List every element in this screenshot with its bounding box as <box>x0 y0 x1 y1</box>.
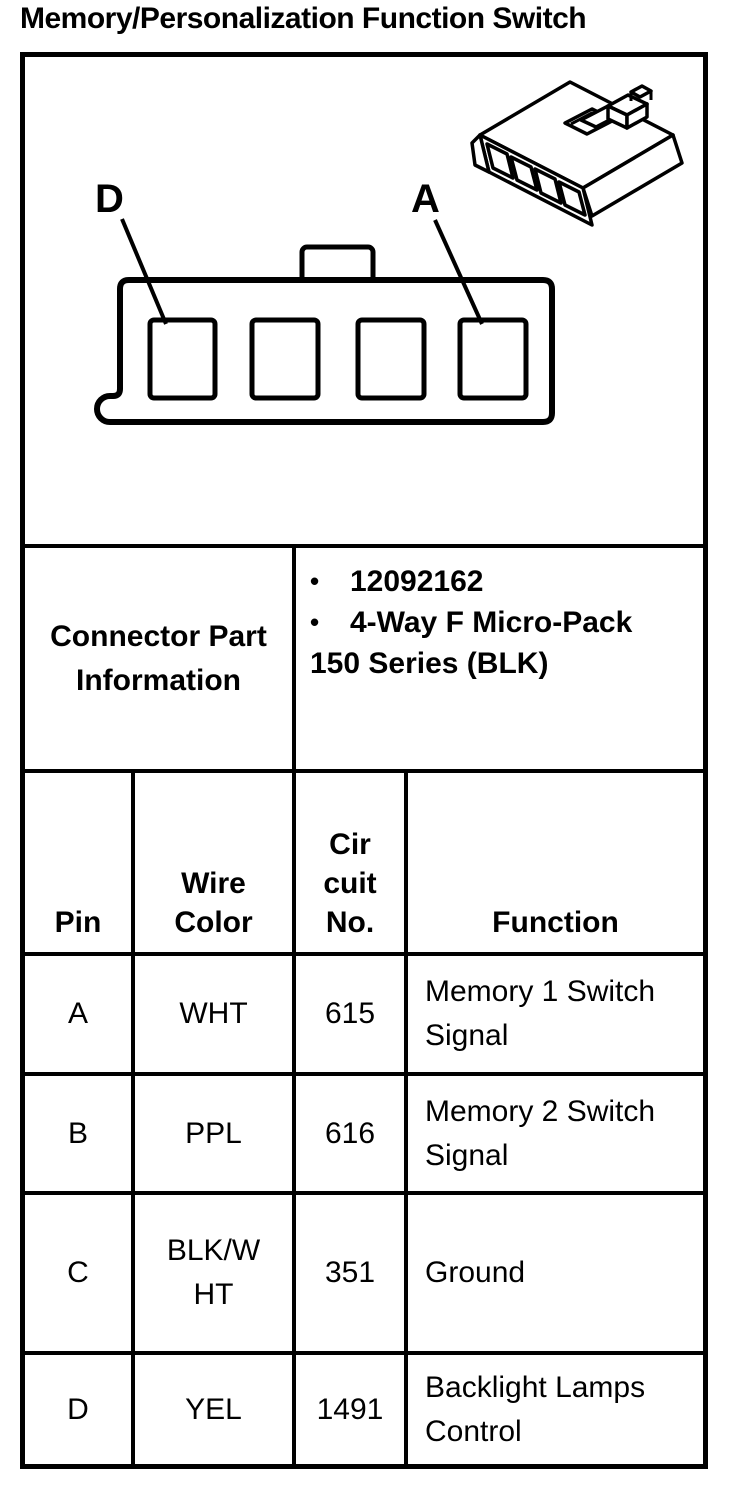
bullet-icon: • <box>310 566 320 596</box>
part-info-label: Connector Part Information <box>25 548 296 769</box>
header-pin: Pin <box>25 773 135 952</box>
header-circuit-no: Cir cuit No. <box>296 773 408 952</box>
function-cell: Memory 2 Switch Signal <box>425 1094 656 1172</box>
circuit-no-cell: 1491 <box>296 1355 408 1464</box>
pin-table: Pin Wire Color Cir cuit No. Function A W… <box>25 769 703 1464</box>
iso-hole-1 <box>485 142 515 180</box>
wire-color-cell: WHT <box>135 956 296 1072</box>
connector-iso-view <box>470 80 684 227</box>
leader-line-d <box>120 218 168 325</box>
part-info-item-1: • 12092162 <box>310 561 693 602</box>
circuit-no-cell: 615 <box>296 956 408 1072</box>
iso-latch-clip <box>629 84 653 99</box>
wire-color-cell: YEL <box>135 1355 296 1464</box>
iso-hole-2 <box>509 155 539 192</box>
wire-color-cell: PPL <box>135 1076 296 1191</box>
circuit-no-cell: 616 <box>296 1076 408 1191</box>
front-view-cavity-a <box>457 317 529 401</box>
iso-hole-4 <box>557 180 587 217</box>
pin-table-header-row: Pin Wire Color Cir cuit No. Function <box>25 769 703 952</box>
front-view-cavity-c <box>249 317 321 401</box>
part-info-item-2: • 4-Way F Micro-Pack <box>310 602 693 643</box>
table-row: A WHT 615 Memory 1 Switch Signal <box>25 952 703 1072</box>
page-title: Memory/Personalization Function Switch <box>20 2 587 35</box>
table-row: D YEL 1491 Backlight Lamps Control <box>25 1351 703 1464</box>
leader-line-a <box>433 219 484 325</box>
function-cell: Ground <box>425 1256 526 1289</box>
pin-label-a: A <box>411 177 440 221</box>
iso-hole-3 <box>533 167 563 205</box>
pin-cell: A <box>25 956 135 1072</box>
part-info-section: Connector Part Information • 12092162 • … <box>25 544 703 769</box>
wire-color-cell: BLK/W HT <box>135 1195 296 1351</box>
table-row: B PPL 616 Memory 2 Switch Signal <box>25 1072 703 1191</box>
connector-series: 150 Series (BLK) <box>310 647 549 680</box>
pin-cell: B <box>25 1076 135 1191</box>
bullet-icon: • <box>310 607 320 637</box>
pin-cell: D <box>25 1355 135 1464</box>
circuit-no-cell: 351 <box>296 1195 408 1351</box>
pin-label-d: D <box>95 177 124 221</box>
front-view-cavity-b <box>355 317 427 401</box>
connector-illustration: D A <box>94 80 684 425</box>
part-info-values: • 12092162 • 4-Way F Micro-Pack 150 Seri… <box>296 548 703 769</box>
front-view-cavity-d <box>147 317 218 401</box>
connector-diagram: D A <box>25 57 703 544</box>
part-number: 12092162 <box>350 565 484 598</box>
connector-type: 4-Way F Micro-Pack <box>350 606 633 639</box>
header-wire-color: Wire Color <box>135 773 296 952</box>
header-function: Function <box>492 906 619 939</box>
function-cell: Memory 1 Switch Signal <box>425 975 656 1052</box>
connector-front-view: D A <box>94 177 555 425</box>
table-row: C BLK/W HT 351 Ground <box>25 1191 703 1351</box>
connector-info-box: D A Connector Part Information • 1209216… <box>20 52 708 1469</box>
function-cell: Backlight Lamps Control <box>425 1370 646 1448</box>
pin-cell: C <box>25 1195 135 1351</box>
